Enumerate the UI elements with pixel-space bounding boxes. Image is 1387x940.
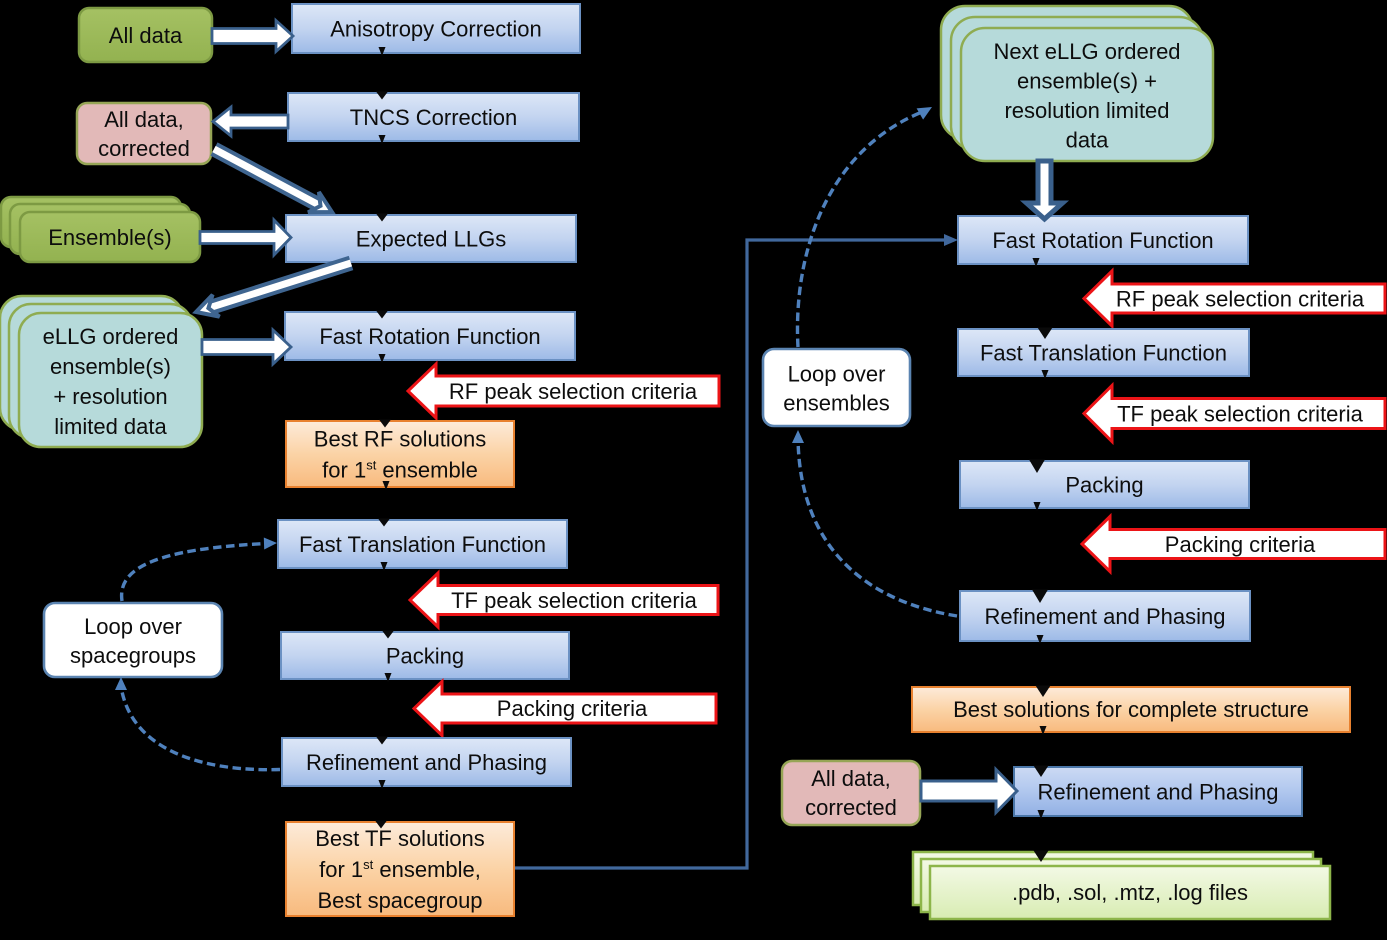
svg-text:resolution limited: resolution limited bbox=[1004, 98, 1169, 123]
svg-text:Best RF solutions: Best RF solutions bbox=[314, 427, 486, 452]
svg-text:Fast Translation Function: Fast Translation Function bbox=[299, 532, 546, 557]
svg-text:Packing criteria: Packing criteria bbox=[497, 696, 648, 721]
svg-text:ensembles: ensembles bbox=[783, 391, 889, 416]
svg-text:TF peak selection criteria: TF peak selection criteria bbox=[451, 588, 698, 613]
svg-text:ensemble(s) +: ensemble(s) + bbox=[1017, 69, 1157, 94]
svg-text:All data,: All data, bbox=[811, 766, 891, 791]
svg-text:TNCS Correction: TNCS Correction bbox=[350, 105, 517, 130]
svg-text:Fast Rotation Function: Fast Rotation Function bbox=[992, 228, 1213, 253]
svg-text:All data,: All data, bbox=[104, 107, 184, 132]
svg-text:TF peak selection criteria: TF peak selection criteria bbox=[1117, 402, 1364, 427]
svg-text:for 1st ensemble: for 1st ensemble bbox=[322, 458, 478, 483]
svg-text:spacegroups: spacegroups bbox=[70, 643, 196, 668]
svg-text:Best spacegroup: Best spacegroup bbox=[317, 888, 482, 913]
svg-text:RF peak selection criteria: RF peak selection criteria bbox=[449, 379, 698, 404]
svg-text:data: data bbox=[1066, 128, 1110, 153]
svg-text:Packing: Packing bbox=[386, 644, 464, 669]
svg-text:Anisotropy Correction: Anisotropy Correction bbox=[330, 17, 542, 42]
svg-text:+ resolution: + resolution bbox=[53, 384, 167, 409]
svg-text:Packing criteria: Packing criteria bbox=[1165, 532, 1316, 557]
svg-text:Refinement and Phasing: Refinement and Phasing bbox=[1038, 780, 1279, 805]
svg-text:RF peak selection criteria: RF peak selection criteria bbox=[1116, 287, 1365, 312]
svg-text:eLLG ordered: eLLG ordered bbox=[43, 324, 179, 349]
svg-text:corrected: corrected bbox=[98, 136, 190, 161]
svg-text:Refinement and Phasing: Refinement and Phasing bbox=[985, 604, 1226, 629]
svg-text:for 1st ensemble,: for 1st ensemble, bbox=[319, 857, 481, 882]
svg-text:corrected: corrected bbox=[805, 795, 897, 820]
svg-text:ensemble(s): ensemble(s) bbox=[50, 354, 171, 379]
svg-text:Loop over: Loop over bbox=[788, 362, 886, 387]
svg-text:Best solutions for complete st: Best solutions for complete structure bbox=[953, 697, 1309, 722]
svg-text:Packing: Packing bbox=[1065, 473, 1143, 498]
svg-text:Next eLLG ordered: Next eLLG ordered bbox=[993, 39, 1180, 64]
svg-text:Expected LLGs: Expected LLGs bbox=[356, 227, 506, 252]
svg-text:Ensemble(s): Ensemble(s) bbox=[48, 225, 171, 250]
svg-text:All data: All data bbox=[109, 23, 183, 48]
svg-text:Fast Rotation Function: Fast Rotation Function bbox=[319, 324, 540, 349]
svg-text:Refinement and Phasing: Refinement and Phasing bbox=[306, 750, 547, 775]
svg-text:Fast Translation Function: Fast Translation Function bbox=[980, 341, 1227, 366]
svg-text:Best TF solutions: Best TF solutions bbox=[315, 826, 485, 851]
svg-text:Loop over: Loop over bbox=[84, 614, 182, 639]
svg-text:.pdb, .sol, .mtz, .log files: .pdb, .sol, .mtz, .log files bbox=[1012, 880, 1248, 905]
svg-text:limited data: limited data bbox=[54, 414, 167, 439]
